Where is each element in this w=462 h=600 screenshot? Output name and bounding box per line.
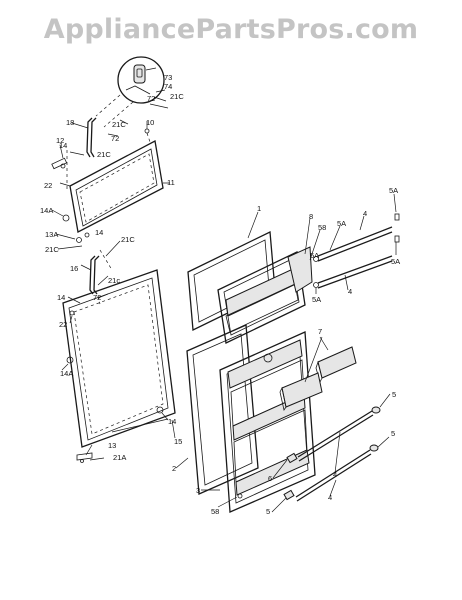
leader-lines [51, 89, 397, 513]
callout-5: 5 [392, 390, 396, 399]
freezer-door-panel [69, 140, 164, 233]
callout-21c: 21C [170, 92, 184, 101]
callout-8: 8 [309, 212, 313, 221]
callout-72: 72 [147, 94, 155, 103]
fresh-food-gasket [186, 324, 259, 495]
callout-5a: 5A [312, 295, 321, 304]
callout-5a: 5A [310, 251, 319, 260]
callout-5a: 5A [391, 257, 400, 266]
callout-13: 13 [108, 441, 116, 450]
callout-16: 16 [70, 264, 78, 273]
callout-5a: 5A [337, 219, 346, 228]
callout-58: 58 [211, 507, 219, 516]
callout-5: 5 [266, 507, 270, 516]
callout-21c: 21c [108, 276, 120, 285]
freezer-door-liner [217, 246, 313, 344]
callout-labels: 73 74 72 21C 18 21C 72 10 12 14 21C 22 1… [40, 73, 400, 516]
fresh-food-handle [89, 255, 100, 295]
callout-72: 72 [93, 293, 101, 302]
callout-13a: 13A [45, 230, 58, 239]
callout-21c: 21C [45, 245, 59, 254]
freezer-gasket [187, 231, 276, 331]
watermark: AppliancePartsPros.com [43, 14, 419, 45]
callout-21c: 21C [97, 150, 111, 159]
callout-58: 58 [318, 223, 326, 232]
callout-14: 14 [57, 293, 65, 302]
callout-2: 2 [172, 464, 176, 473]
handle-trim-12 [51, 157, 68, 170]
callout-1: 1 [257, 204, 261, 213]
callout-72: 72 [111, 134, 119, 143]
door-shelves [279, 346, 357, 412]
callout-4: 4 [333, 470, 337, 479]
freezer-handle [86, 117, 97, 158]
callout-21c: 21C [112, 120, 126, 129]
callout-73: 73 [164, 73, 172, 82]
callout-14a: 14A [40, 206, 53, 215]
callout-14: 14 [168, 417, 176, 426]
callout-3: 3 [196, 486, 200, 495]
lower-shelf-bars [283, 406, 381, 502]
callout-10: 10 [146, 118, 154, 127]
callout-12: 12 [56, 136, 64, 145]
callout-6: 6 [268, 474, 272, 483]
callout-4: 4 [363, 209, 367, 218]
callout-14: 14 [95, 228, 103, 237]
detail-bubble [95, 56, 165, 128]
fresh-food-door-panel [62, 269, 176, 448]
callout-22: 22 [59, 320, 67, 329]
upper-shelf-bars [313, 213, 400, 289]
callout-4: 4 [348, 287, 352, 296]
fresh-food-door-liner [219, 331, 316, 513]
callout-14a: 14A [60, 369, 73, 378]
callout-21c: 21C [121, 235, 135, 244]
callout-21a: 21A [113, 453, 126, 462]
freezer-hardware [60, 128, 151, 243]
callout-7: 7 [318, 327, 322, 336]
callout-11: 11 [167, 178, 175, 187]
callout-14: 14 [59, 141, 67, 150]
callout-15: 15 [174, 437, 182, 446]
callout-18: 18 [66, 118, 74, 127]
callout-5a: 5A [389, 186, 398, 195]
callout-74: 74 [164, 82, 172, 91]
callout-22: 22 [44, 181, 52, 190]
callout-5: 5 [391, 429, 395, 438]
callout-4: 4 [328, 493, 332, 502]
